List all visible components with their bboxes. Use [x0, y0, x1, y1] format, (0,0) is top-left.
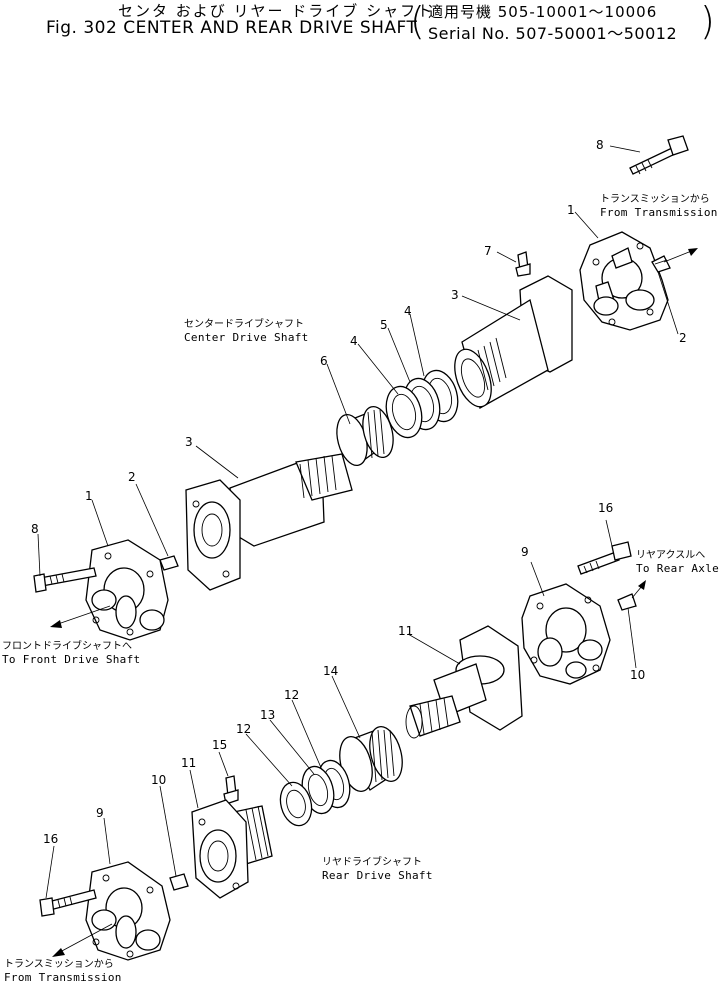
callout-16-upper: 16: [598, 501, 614, 515]
callout-5: 5: [380, 318, 388, 332]
serial-japanese: 適用号機 505-10001〜10006: [428, 3, 658, 21]
callout-4-a: 4: [404, 304, 412, 318]
callout-9-upper: 9: [521, 545, 529, 559]
serial-range: Serial No. 507-50001〜50012: [428, 24, 678, 43]
callout-3-upper: 3: [451, 288, 459, 302]
callout-16-lower: 16: [43, 832, 59, 846]
snap-ring-4-lower: [385, 385, 423, 439]
figure-title: Fig. 302 CENTER AND REAR DRIVE SHAFT: [46, 18, 418, 38]
universal-joint-9-upper: [521, 583, 611, 685]
callout-2-upper: 2: [679, 331, 687, 345]
callout-13: 13: [260, 708, 276, 722]
callout-1-lower: 1: [85, 489, 93, 503]
callout-1-upper: 1: [567, 203, 575, 217]
callout-2-lower: 2: [128, 470, 136, 484]
callout-10-lower: 10: [151, 773, 167, 787]
grease-nipple-15: [223, 775, 239, 805]
callout-11-lower: 11: [181, 756, 197, 770]
bolt-16-lower: [39, 889, 97, 917]
label-en: To Front Drive Shaft: [2, 653, 141, 666]
label-en: To Rear Axle: [636, 562, 720, 575]
grease-nipple-2-upper: [651, 255, 671, 273]
bolt-16-upper: [577, 541, 632, 575]
grease-nipple-7: [515, 251, 531, 277]
label-jp: トランスミッションから: [4, 959, 114, 970]
callout-15: 15: [212, 738, 228, 752]
label-to-rear-axle: リヤアクスルへ To Rear Axle: [636, 549, 719, 575]
callout-12-b: 12: [236, 722, 252, 736]
title-japanese: センタ および リヤー ドライブ シャフト: [118, 2, 435, 20]
label-jp: センタードライブシャフト: [184, 319, 304, 330]
label-from-transmission-lower: トランスミッションから From Transmission: [4, 958, 122, 984]
grease-nipple-10-lower: [169, 873, 189, 891]
callout-11-upper: 11: [398, 624, 414, 638]
callout-12-a: 12: [284, 688, 300, 702]
universal-joint-1-upper: [579, 231, 669, 331]
yoke-11-upper: [405, 625, 523, 739]
spline-collar-6: [336, 405, 394, 467]
label-jp: リヤドライブシャフト: [322, 857, 422, 868]
slip-yoke-3-lower: [185, 453, 353, 591]
callout-10-upper: 10: [630, 668, 646, 682]
label-jp: リヤアクスルへ: [636, 550, 706, 561]
label-en: Center Drive Shaft: [184, 331, 309, 344]
callout-8-lower: 8: [31, 522, 39, 536]
label-jp: フロントドライブシャフトへ: [2, 641, 132, 652]
grease-nipple-10-upper: [617, 593, 637, 611]
label-en: From Transmission: [600, 206, 718, 219]
label-rear-drive-shaft: リヤドライブシャフト Rear Drive Shaft: [322, 856, 433, 882]
grease-nipple-2-lower: [159, 555, 179, 571]
bolt-8-lower: [33, 567, 97, 593]
snap-ring-12-lower: [279, 781, 313, 827]
label-en: Rear Drive Shaft: [322, 869, 433, 882]
yoke-11-lower: [191, 799, 273, 899]
callout-8-upper: 8: [596, 138, 604, 152]
bolt-8-upper: [629, 135, 689, 175]
callout-14: 14: [323, 664, 339, 678]
callout-3-lower: 3: [185, 435, 193, 449]
universal-joint-1-lower: [85, 539, 169, 641]
slip-yoke-3-upper: [454, 275, 573, 409]
label-from-transmission-upper: トランスミッションから From Transmission: [600, 193, 718, 219]
callout-9-lower: 9: [96, 806, 104, 820]
label-center-drive-shaft: センタードライブシャフト Center Drive Shaft: [184, 318, 309, 344]
label-to-front-drive-shaft: フロントドライブシャフトへ To Front Drive Shaft: [2, 640, 140, 666]
callout-7: 7: [484, 244, 492, 258]
label-en: From Transmission: [4, 971, 122, 984]
close-paren: ): [700, 0, 715, 43]
leader-lines: [37, 145, 679, 899]
open-paren: (: [410, 0, 425, 43]
callout-4-b: 4: [350, 334, 358, 348]
figure-header: センタ および リヤー ドライブ シャフト Fig. 302 CENTER AN…: [0, 0, 725, 52]
universal-joint-9-lower: [85, 861, 171, 961]
label-jp: トランスミッションから: [600, 194, 710, 205]
callout-6: 6: [320, 354, 328, 368]
